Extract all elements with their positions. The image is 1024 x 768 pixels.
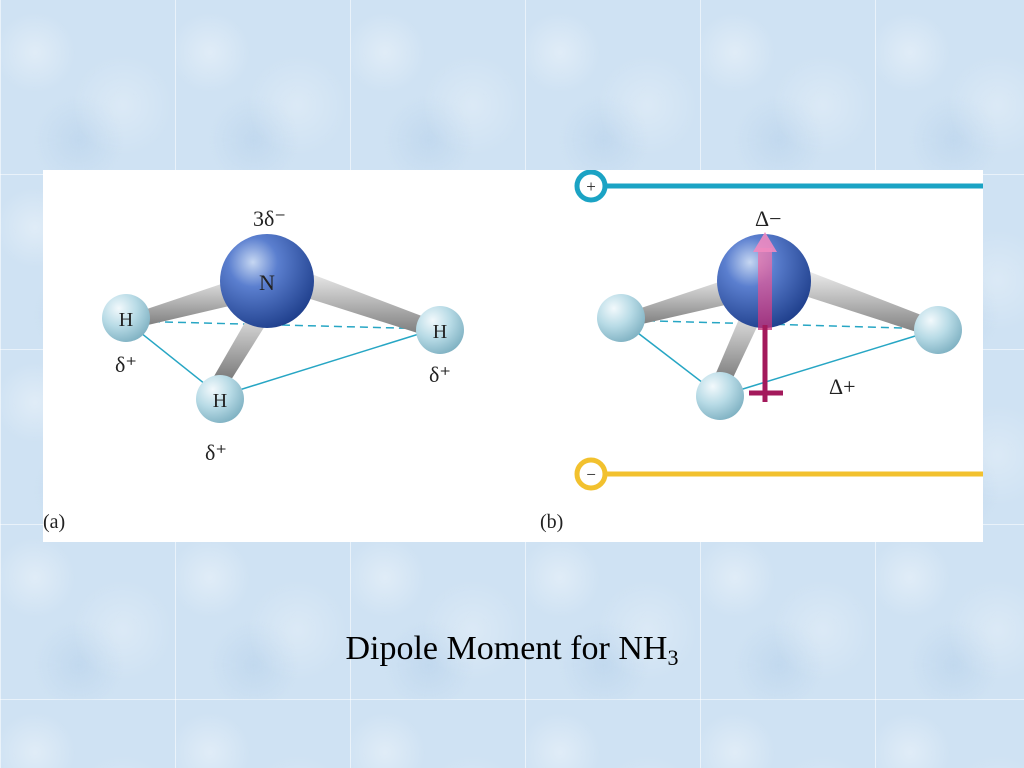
negative-plate-terminal bbox=[574, 457, 608, 491]
hydrogen-right-label: H bbox=[433, 321, 447, 343]
negative-sign: − bbox=[586, 465, 596, 484]
hydrogen-front-label: H bbox=[213, 390, 227, 412]
nitrogen-label: N bbox=[259, 270, 275, 295]
b-hydrogen-atom-front bbox=[696, 372, 744, 420]
hydrogen-left-label: H bbox=[119, 309, 133, 331]
dipole-arrow-shaft-highlight bbox=[758, 248, 772, 330]
figure-svg: N 3δ⁻ H H H δ⁺ δ⁺ δ⁺ (a) + − bbox=[43, 170, 983, 533]
delta-plus-label: Δ+ bbox=[829, 374, 856, 399]
hydrogen-right-charge: δ⁺ bbox=[429, 362, 451, 387]
hydrogen-atom-right bbox=[416, 306, 464, 354]
b-hydrogen-atom-right bbox=[914, 306, 962, 354]
delta-minus-label: Δ− bbox=[755, 206, 782, 231]
positive-plate-terminal bbox=[574, 170, 608, 203]
panel-b: + − Δ− bbox=[540, 170, 983, 533]
b-h-h-solid-line-right bbox=[719, 328, 939, 397]
hydrogen-front-charge: δ⁺ bbox=[205, 440, 227, 465]
hydrogen-atom-left bbox=[102, 294, 150, 342]
n-h-right-bond bbox=[301, 270, 427, 336]
positive-sign: + bbox=[586, 177, 596, 196]
caption-text: Dipole Moment for NH bbox=[345, 630, 668, 667]
caption-subscript: 3 bbox=[667, 645, 679, 670]
hydrogen-atom-front bbox=[196, 375, 244, 423]
b-hydrogen-atom-left bbox=[597, 294, 645, 342]
panel-a: N 3δ⁻ H H H δ⁺ δ⁺ δ⁺ (a) bbox=[43, 206, 464, 533]
nitrogen-atom bbox=[220, 234, 314, 328]
dipole-arrow-head bbox=[753, 232, 777, 252]
panel-b-label: (b) bbox=[540, 511, 563, 533]
nitrogen-charge-label: 3δ⁻ bbox=[253, 206, 286, 231]
panel-a-label: (a) bbox=[43, 511, 65, 533]
slide-caption: Dipole Moment for NH3 bbox=[0, 630, 1024, 671]
hydrogen-left-charge: δ⁺ bbox=[115, 352, 137, 377]
ammonia-dipole-figure: N 3δ⁻ H H H δ⁺ δ⁺ δ⁺ (a) + − bbox=[43, 170, 983, 542]
dipole-arrow bbox=[749, 232, 783, 402]
b-n-h-right-bond bbox=[805, 270, 929, 336]
h-h-solid-line-right bbox=[219, 328, 436, 397]
